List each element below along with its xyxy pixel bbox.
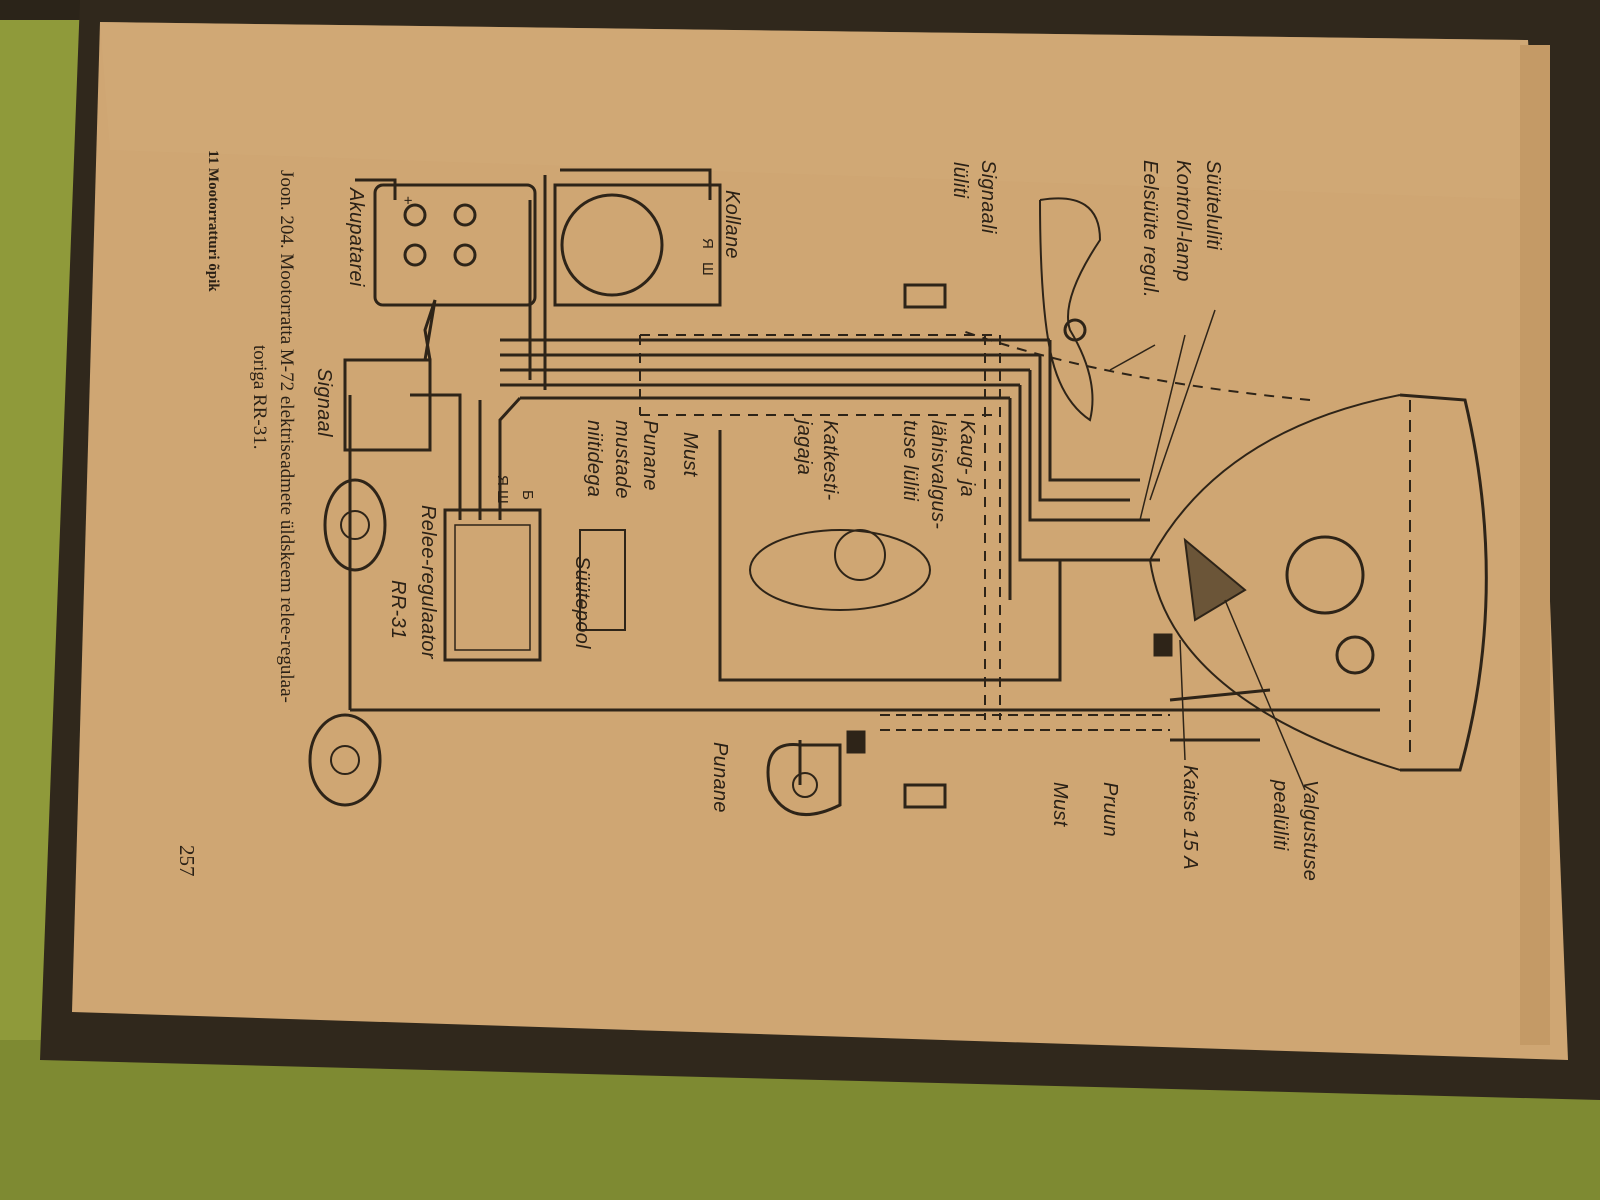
- label-tuse-luliti: tuse lüliti: [899, 420, 921, 502]
- label-niitidega: niitidega: [583, 420, 605, 498]
- sidecar-lamp: [766, 743, 842, 817]
- terminal-sh-relay: Ш: [494, 490, 511, 505]
- plug-bottom: [903, 783, 947, 809]
- horn: [343, 358, 432, 452]
- terminal-ya-generator: Я: [699, 238, 716, 250]
- plug-top: [903, 283, 947, 309]
- tail-lamp-1: [323, 478, 387, 572]
- label-suuteluliti: Süüteluliti: [1202, 160, 1224, 251]
- punane-wire: [718, 430, 1062, 682]
- label-jagaja: jagaja: [793, 420, 815, 476]
- headlamp-outline: [1399, 393, 1488, 772]
- light-switch: [1183, 537, 1247, 622]
- label-suutepool: Süütepool: [571, 556, 593, 649]
- terminal-sh-generator: Ш: [699, 262, 716, 277]
- terminal-b-relay: Б: [519, 490, 536, 501]
- tail-lamp-2: [308, 713, 382, 807]
- page-number: 257: [175, 845, 199, 877]
- label-pealuliti: pealüliti: [1269, 780, 1291, 851]
- label-kollane: Kollane: [721, 190, 743, 259]
- handlebar-lever: [1039, 197, 1102, 422]
- terminal-plus: +: [399, 196, 416, 206]
- tail-wire: [348, 395, 1380, 712]
- label-pruun: Pruun: [1099, 782, 1121, 837]
- figure-caption-line2: toriga RR-31.: [249, 345, 270, 450]
- label-signaali: Signaali: [977, 160, 999, 234]
- control-knob: [1063, 318, 1087, 342]
- headlamp-bulb: [1285, 535, 1365, 615]
- label-kontroll-lamp: Kontroll-lamp: [1172, 160, 1194, 282]
- label-must-right: Must: [1049, 782, 1071, 827]
- page-footer: 11 Mootorratturi õpik: [205, 150, 221, 292]
- label-relee-regulaator: Relee-regulaator: [417, 505, 439, 659]
- book-page: [72, 22, 1568, 1060]
- label-punane-2: Punane: [709, 742, 731, 813]
- fuse: [1153, 633, 1173, 657]
- generator: [553, 183, 722, 307]
- label-mustade: mustade: [611, 420, 633, 499]
- generator-rotor: [560, 193, 664, 297]
- label-rr31: RR-31: [387, 580, 409, 640]
- label-katkesti: Katkesti-: [819, 420, 841, 501]
- relay-regulator-box: [443, 508, 542, 662]
- parking-bulb: [1335, 635, 1375, 675]
- label-kaug-ja: Kaug- ja: [956, 420, 978, 497]
- battery: [373, 183, 537, 307]
- paper-texture: [1520, 45, 1550, 1045]
- label-valgustuse: Valgustuse: [1299, 780, 1321, 882]
- distributor: [749, 529, 931, 611]
- label-kaitse: Kaitse 15 A: [1179, 765, 1201, 870]
- figure-caption-line1: Joon. 204. Mootorratta M-72 elektriseadm…: [276, 170, 297, 703]
- label-signaal: Signaal: [313, 368, 335, 437]
- ignition-coil: [579, 529, 626, 631]
- wiring-diagram: [308, 168, 1488, 817]
- label-eelsuute-regul: Eelsüüte regul.: [1139, 160, 1161, 298]
- label-punane-1: Punane: [639, 420, 661, 491]
- label-akupatarei: Akupatarei: [345, 188, 367, 287]
- label-must-left: Must: [679, 432, 701, 477]
- label-lahisvalgus: lähisvalgus-: [927, 420, 949, 530]
- terminal-ya-relay: Я: [494, 475, 511, 487]
- label-luliti: lüliti: [949, 162, 971, 199]
